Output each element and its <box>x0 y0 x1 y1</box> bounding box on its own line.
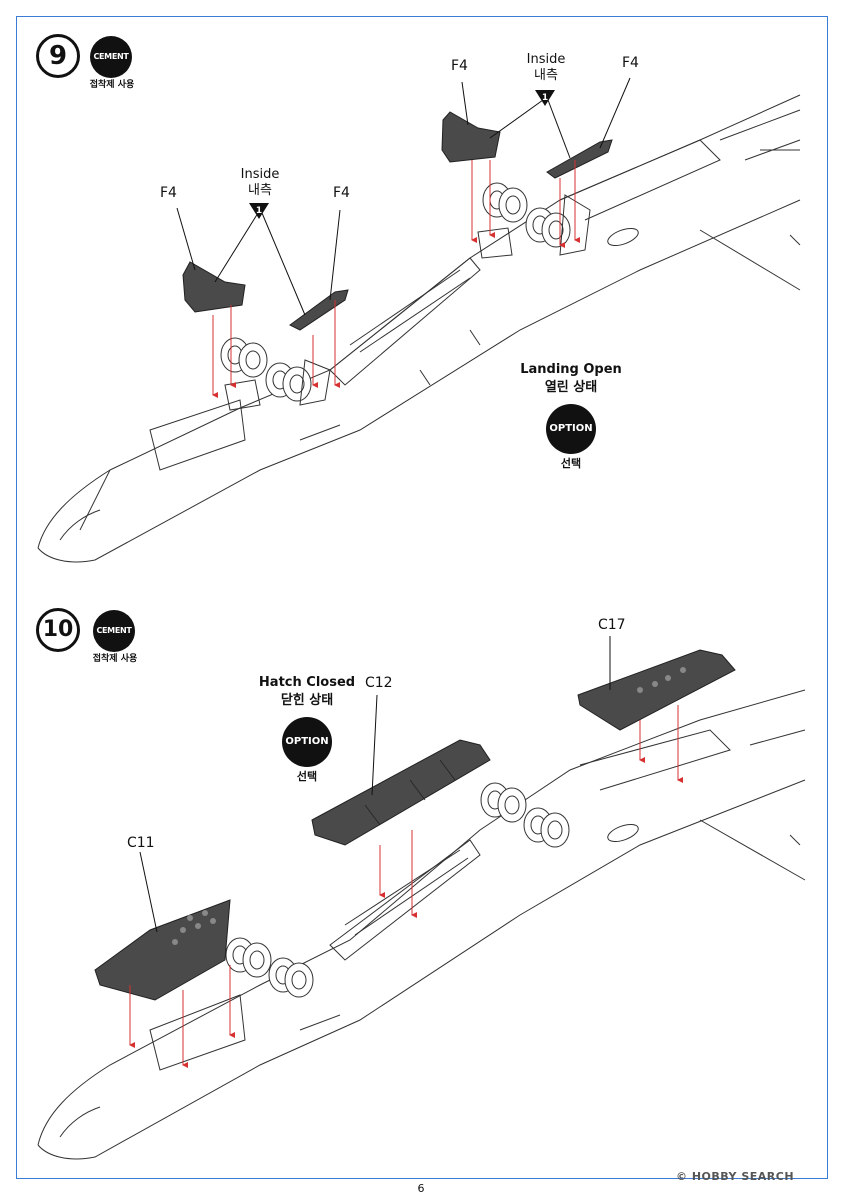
cement-caption-step9: 접착제 사용 <box>89 80 135 90</box>
page-number: 6 <box>417 1182 425 1195</box>
fuselage-step10 <box>37 689 806 1160</box>
wheels-step9-front <box>220 337 331 411</box>
part-label-f4-left: F4 <box>160 185 177 201</box>
cement-badge-step10: CEMENT <box>93 610 135 652</box>
hatch-detail-marks <box>172 667 686 945</box>
part-label-f4-right1: F4 <box>451 58 468 74</box>
inside-label-kr-left: 내측 <box>248 183 272 198</box>
option-badge-step9: OPTION <box>546 404 596 454</box>
arrows-step9 <box>212 160 580 398</box>
leader-lines-step10 <box>139 636 611 933</box>
step-number-10: 10 <box>36 608 80 652</box>
cement-badge-step9: CEMENT <box>90 36 132 78</box>
part-label-c12: C12 <box>365 675 393 691</box>
inside-label-left: Inside <box>240 167 280 182</box>
cement-caption-step10: 접착제 사용 <box>92 654 138 664</box>
option-title-kr-step10: 닫힌 상태 <box>280 693 334 708</box>
option-title-hatch-closed: Hatch Closed <box>258 675 356 690</box>
step-number-9: 9 <box>36 34 80 78</box>
option-caption-step9: 선택 <box>560 457 582 470</box>
inside-marker-left: 1 <box>255 206 263 216</box>
option-badge-step10: OPTION <box>282 717 332 767</box>
option-caption-step10: 선택 <box>296 770 318 783</box>
wheels-step10 <box>225 782 570 998</box>
option-title-landing-open: Landing Open <box>520 362 622 377</box>
page-border <box>16 16 828 1179</box>
leader-lines-step9 <box>176 77 631 316</box>
gear-doors-f4 <box>182 111 613 331</box>
part-label-c11: C11 <box>127 835 155 851</box>
inside-marker-triangles <box>249 90 555 219</box>
c12-seams <box>364 759 456 826</box>
fuselage-step9 <box>37 94 801 563</box>
inside-marker-right: 1 <box>541 93 549 103</box>
part-label-c17: C17 <box>598 617 626 633</box>
arrows-step10 <box>129 705 683 1068</box>
part-label-f4-right2: F4 <box>622 55 639 71</box>
part-label-f4-mid: F4 <box>333 185 350 201</box>
hatch-parts <box>94 649 736 1001</box>
option-title-kr-step9: 열린 상태 <box>544 380 598 395</box>
inside-label-right: Inside <box>526 52 566 67</box>
watermark: © HOBBY SEARCH <box>676 1170 795 1183</box>
inside-label-kr-right: 내측 <box>534 68 558 83</box>
